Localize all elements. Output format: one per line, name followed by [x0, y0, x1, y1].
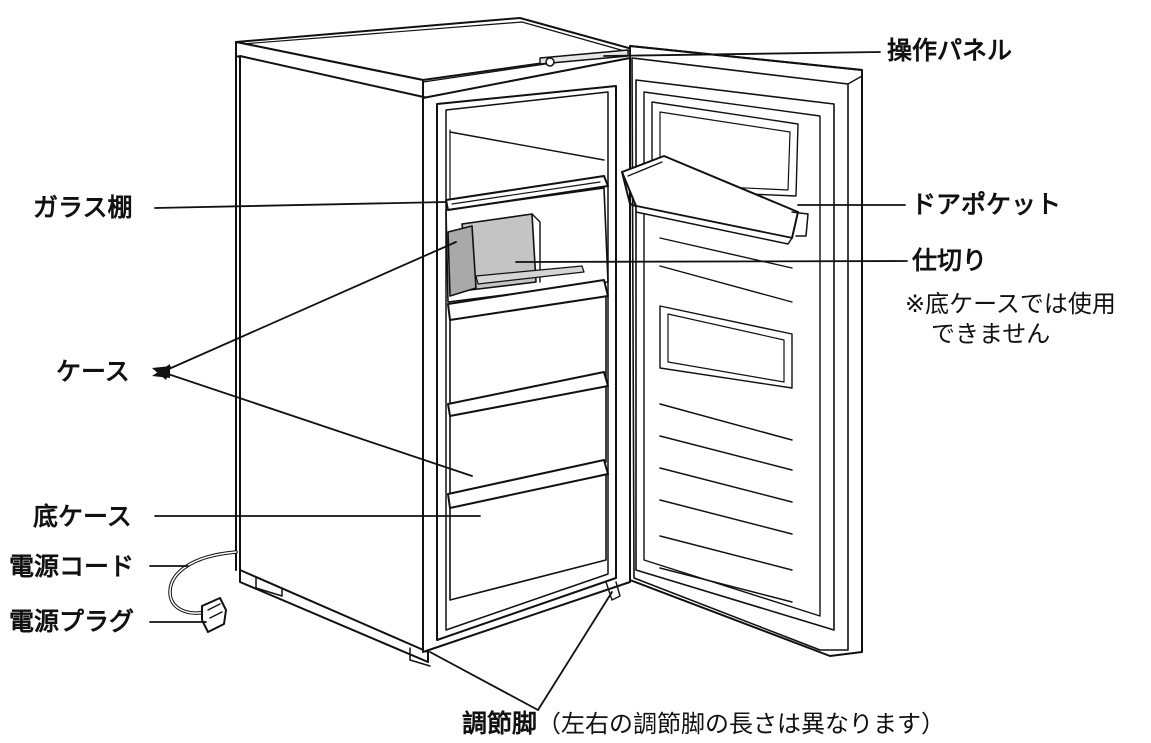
- leader-divider: [515, 260, 908, 263]
- label-power-cord: 電源コード: [9, 552, 135, 581]
- power-plug: [201, 597, 227, 633]
- label-door-pocket: ドアポケット: [911, 190, 1062, 219]
- label-divider-note-1: ※底ケースでは使用: [905, 290, 1116, 318]
- label-divider: 仕切り: [912, 246, 988, 275]
- label-power-plug: 電源プラグ: [9, 607, 135, 636]
- leader-case-1: [161, 241, 457, 373]
- cabinet: [235, 17, 637, 667]
- leader-control-panel: [603, 51, 881, 57]
- label-bottom-case: 底ケース: [33, 502, 132, 531]
- arrowheads: [152, 364, 171, 380]
- leader-foot-left: [429, 651, 539, 711]
- leader-foot-right: [537, 591, 613, 711]
- leader-glass-shelf: [154, 201, 447, 209]
- label-adjuster-feet-note: （左右の調節脚の長さは異なります）: [537, 710, 945, 738]
- leader-lines: [149, 51, 908, 711]
- label-control-panel: 操作パネル: [887, 36, 1013, 65]
- power-cord: [168, 550, 238, 615]
- leader-case-2: [161, 371, 473, 477]
- door: [605, 45, 863, 657]
- interior: [445, 129, 609, 601]
- label-adjuster-feet: 調節脚: [462, 709, 538, 738]
- label-glass-shelf: ガラス棚: [33, 193, 133, 222]
- label-divider-note-2: できません: [931, 320, 1051, 348]
- label-case: ケース: [56, 357, 130, 386]
